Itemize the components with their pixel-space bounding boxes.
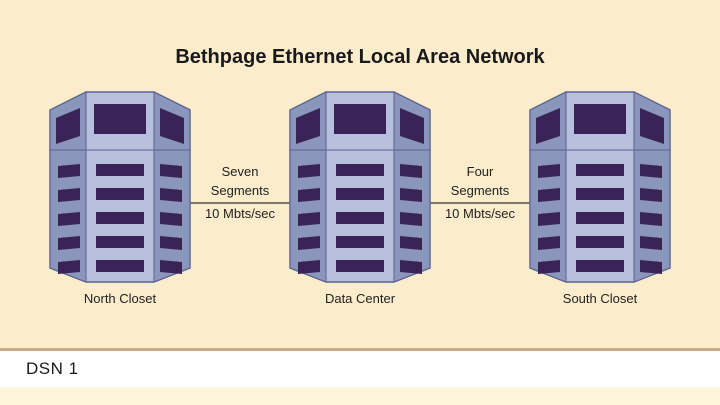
node-label-south: South Closet — [563, 291, 638, 306]
server-side-slot — [160, 188, 182, 202]
server-drive-slot — [336, 212, 384, 224]
server-side-slot — [538, 164, 560, 178]
server-drive-slot — [96, 188, 144, 200]
server-drive-slot — [96, 236, 144, 248]
server-side-slot — [298, 164, 320, 178]
server-side-slot — [58, 260, 80, 274]
footer-bar: DSN 1 — [0, 351, 720, 387]
server-side-slot — [538, 212, 560, 226]
server-drive-slot — [336, 260, 384, 272]
node-label-north: North Closet — [84, 291, 157, 306]
link-label-2-line2: Segments — [451, 183, 510, 198]
server-side-slot — [640, 188, 662, 202]
server-side-slot — [298, 212, 320, 226]
server-side-slot — [160, 260, 182, 274]
server-drive-slot — [576, 164, 624, 176]
server-side-slot — [640, 212, 662, 226]
server-side-slot — [160, 236, 182, 250]
server-side-slot — [298, 260, 320, 274]
server-screen-left — [56, 108, 80, 144]
server-south-closet — [529, 91, 671, 283]
server-screen — [574, 104, 626, 134]
server-screen-right — [160, 108, 184, 144]
link-label-1-line3: 10 Mbts/sec — [205, 206, 276, 221]
server-side-slot — [160, 164, 182, 178]
diagram-title: Bethpage Ethernet Local Area Network — [175, 46, 545, 68]
server-side-slot — [58, 212, 80, 226]
server-screen — [94, 104, 146, 134]
server-side-slot — [538, 236, 560, 250]
server-side-slot — [298, 188, 320, 202]
server-side-slot — [58, 236, 80, 250]
server-side-slot — [400, 236, 422, 250]
server-screen-right — [640, 108, 664, 144]
server-side-slot — [400, 164, 422, 178]
server-side-slot — [538, 260, 560, 274]
server-data-center — [289, 91, 431, 283]
footer-divider — [0, 348, 720, 351]
server-drive-slot — [336, 164, 384, 176]
footer-strip — [0, 387, 720, 405]
server-drive-slot — [576, 260, 624, 272]
server-side-slot — [640, 236, 662, 250]
server-side-slot — [640, 260, 662, 274]
server-side-slot — [160, 212, 182, 226]
server-side-slot — [400, 260, 422, 274]
server-drive-slot — [336, 236, 384, 248]
server-drive-slot — [96, 164, 144, 176]
server-drive-slot — [576, 212, 624, 224]
server-screen-left — [296, 108, 320, 144]
server-north-closet — [49, 91, 191, 283]
server-drive-slot — [576, 236, 624, 248]
network-diagram: Seven Segments 10 Mbts/sec Four Segments… — [49, 91, 671, 306]
server-drive-slot — [96, 212, 144, 224]
server-side-slot — [400, 212, 422, 226]
server-screen-right — [400, 108, 424, 144]
server-side-slot — [58, 188, 80, 202]
server-drive-slot — [96, 260, 144, 272]
server-drive-slot — [576, 188, 624, 200]
link-label-2-line1: Four — [467, 164, 494, 179]
link-label-1-line2: Segments — [211, 183, 270, 198]
link-label-2-line3: 10 Mbts/sec — [445, 206, 516, 221]
server-screen-left — [536, 108, 560, 144]
link-label-1-line1: Seven — [222, 164, 259, 179]
server-side-slot — [298, 236, 320, 250]
footer-label: DSN 1 — [26, 359, 79, 378]
server-drive-slot — [336, 188, 384, 200]
server-screen — [334, 104, 386, 134]
server-side-slot — [58, 164, 80, 178]
node-label-center: Data Center — [325, 291, 396, 306]
server-side-slot — [400, 188, 422, 202]
server-side-slot — [538, 188, 560, 202]
server-side-slot — [640, 164, 662, 178]
